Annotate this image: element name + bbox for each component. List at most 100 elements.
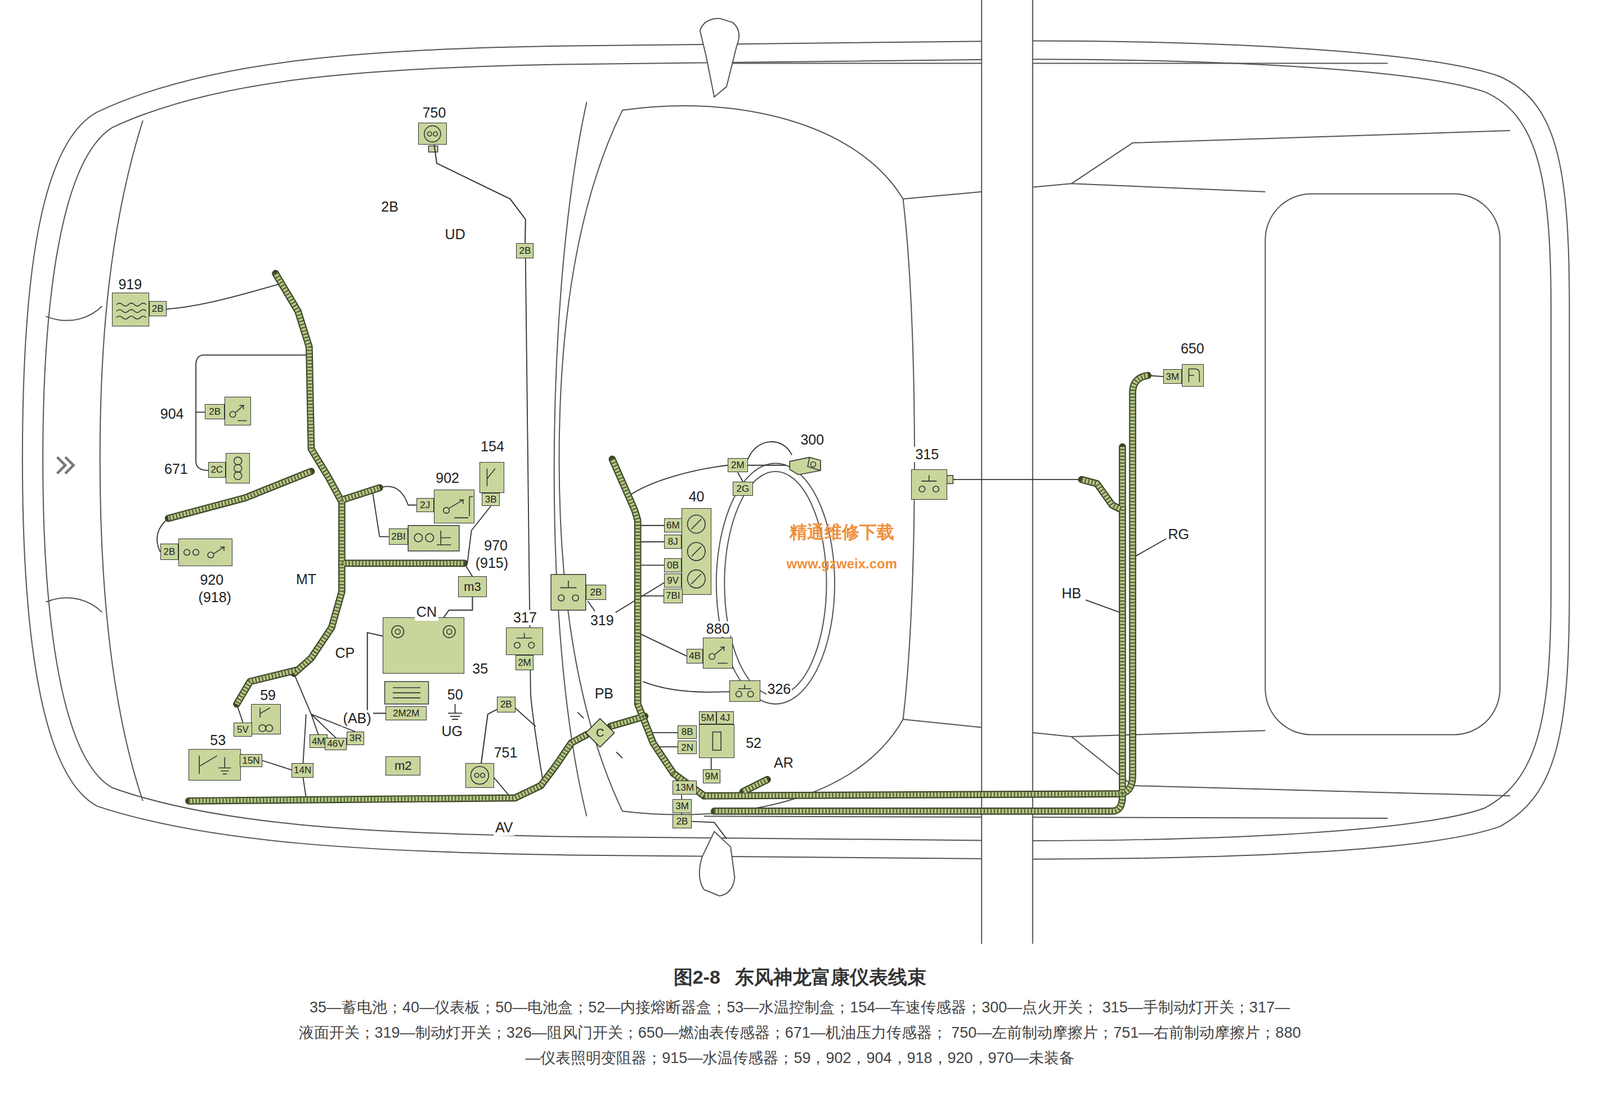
harness [704, 375, 1149, 796]
harness [1081, 479, 1123, 510]
component-number: 650 [1179, 341, 1206, 357]
component-box: m2 [385, 756, 421, 776]
harness-label: 970 [482, 537, 510, 555]
component-number: 315 [913, 446, 940, 463]
harness [610, 716, 645, 727]
wire [628, 465, 728, 496]
harness [612, 459, 674, 774]
unlabelled-parts [384, 145, 954, 705]
wire [637, 632, 687, 657]
harness [1081, 479, 1123, 510]
harness [610, 716, 645, 727]
sensor-symbol [414, 533, 423, 542]
connector-code: 3M [1163, 369, 1182, 384]
connector-code: 2J [416, 498, 434, 513]
connector-code: 7BI [663, 588, 683, 603]
connector-code-text: 2J [419, 500, 430, 510]
harness-label: MT [294, 571, 318, 589]
symbol-part [391, 625, 404, 638]
component-symbol [178, 539, 232, 566]
symbol-part [469, 496, 473, 517]
harness [188, 734, 587, 801]
connector-code-text: 2M2M [392, 708, 420, 719]
symbol-part [116, 310, 147, 313]
leader-line [1135, 538, 1167, 557]
wire [710, 758, 712, 770]
harness [341, 487, 380, 501]
connector-code-text: 2B [208, 406, 221, 417]
connector-code-text: 4M [311, 736, 326, 747]
component-box: 919 [111, 292, 149, 327]
wire [515, 707, 536, 727]
component-box: 315 [911, 469, 947, 500]
symbol-part [424, 125, 441, 142]
connector-code-text: 8B [681, 727, 694, 737]
component-number: 750 [421, 105, 448, 121]
connector-code: 6M [664, 518, 683, 533]
symbol [1188, 369, 1200, 383]
connector-code: 8J [664, 534, 682, 549]
symbol [585, 718, 615, 747]
symbol-part [446, 629, 452, 635]
connector-code-text: 3B [485, 494, 497, 505]
connector-code-text: 4J [719, 713, 730, 723]
symbol [442, 496, 473, 519]
symbol-part [736, 691, 742, 698]
harness-label: 50 [445, 686, 465, 704]
connector-code-text: 2M [731, 460, 745, 470]
component-box: 904 [224, 396, 252, 426]
symbol-part [193, 549, 200, 556]
symbol-part [585, 718, 615, 747]
symbol-part [235, 405, 248, 421]
symbol-part [687, 542, 706, 561]
component-number: 751 [493, 745, 519, 761]
connector-code: 2M2M [385, 706, 427, 721]
connector-code-text: 15N [241, 755, 260, 766]
connector-code-text: 2B [163, 547, 176, 557]
symbol-part [921, 474, 937, 481]
drawing [22, 0, 1570, 949]
hood-seam [100, 120, 143, 801]
component-symbol [785, 455, 823, 476]
symbol-part [1188, 369, 1200, 383]
connector-code-text: 4B [688, 651, 701, 661]
harness [341, 559, 465, 567]
connector-code: 9M [702, 769, 721, 784]
symbol [184, 547, 224, 558]
symbol-part [229, 411, 236, 418]
component-box: 902 [433, 489, 475, 524]
connector-code: 2N [677, 740, 697, 755]
connector-code: 46V [324, 737, 347, 751]
switch-symbol [572, 594, 579, 602]
harness-label: UD [443, 226, 468, 244]
component-number: 671 [163, 461, 190, 477]
component-box: 53 [188, 749, 241, 781]
symbol-part [738, 684, 752, 689]
connector-code-text: 14N [293, 765, 312, 775]
harness [704, 375, 1149, 796]
connector-code-text: 2B [151, 303, 164, 314]
connector-tick [947, 475, 954, 484]
harness [275, 273, 343, 674]
symbol-part [260, 707, 271, 718]
wire [947, 478, 1082, 481]
symbol-part [810, 461, 817, 467]
connector-code: 13M [672, 780, 698, 795]
symbol-part [514, 642, 521, 648]
component-number: 52 [744, 735, 763, 751]
connector-code: 5V [233, 722, 253, 737]
body-line [46, 597, 103, 613]
component-symbol [251, 704, 281, 734]
connector-code-text: 13M [675, 782, 694, 793]
component-symbol [682, 508, 711, 595]
symbol-part [442, 507, 450, 514]
harness-outline [168, 273, 1149, 812]
connector-code-text: 5M [701, 713, 715, 723]
component-box: 750 [418, 122, 447, 146]
connector-code-text: 6M [666, 520, 680, 531]
harness-label: (915) [473, 554, 510, 572]
body-line [46, 306, 103, 321]
wire [637, 525, 665, 596]
